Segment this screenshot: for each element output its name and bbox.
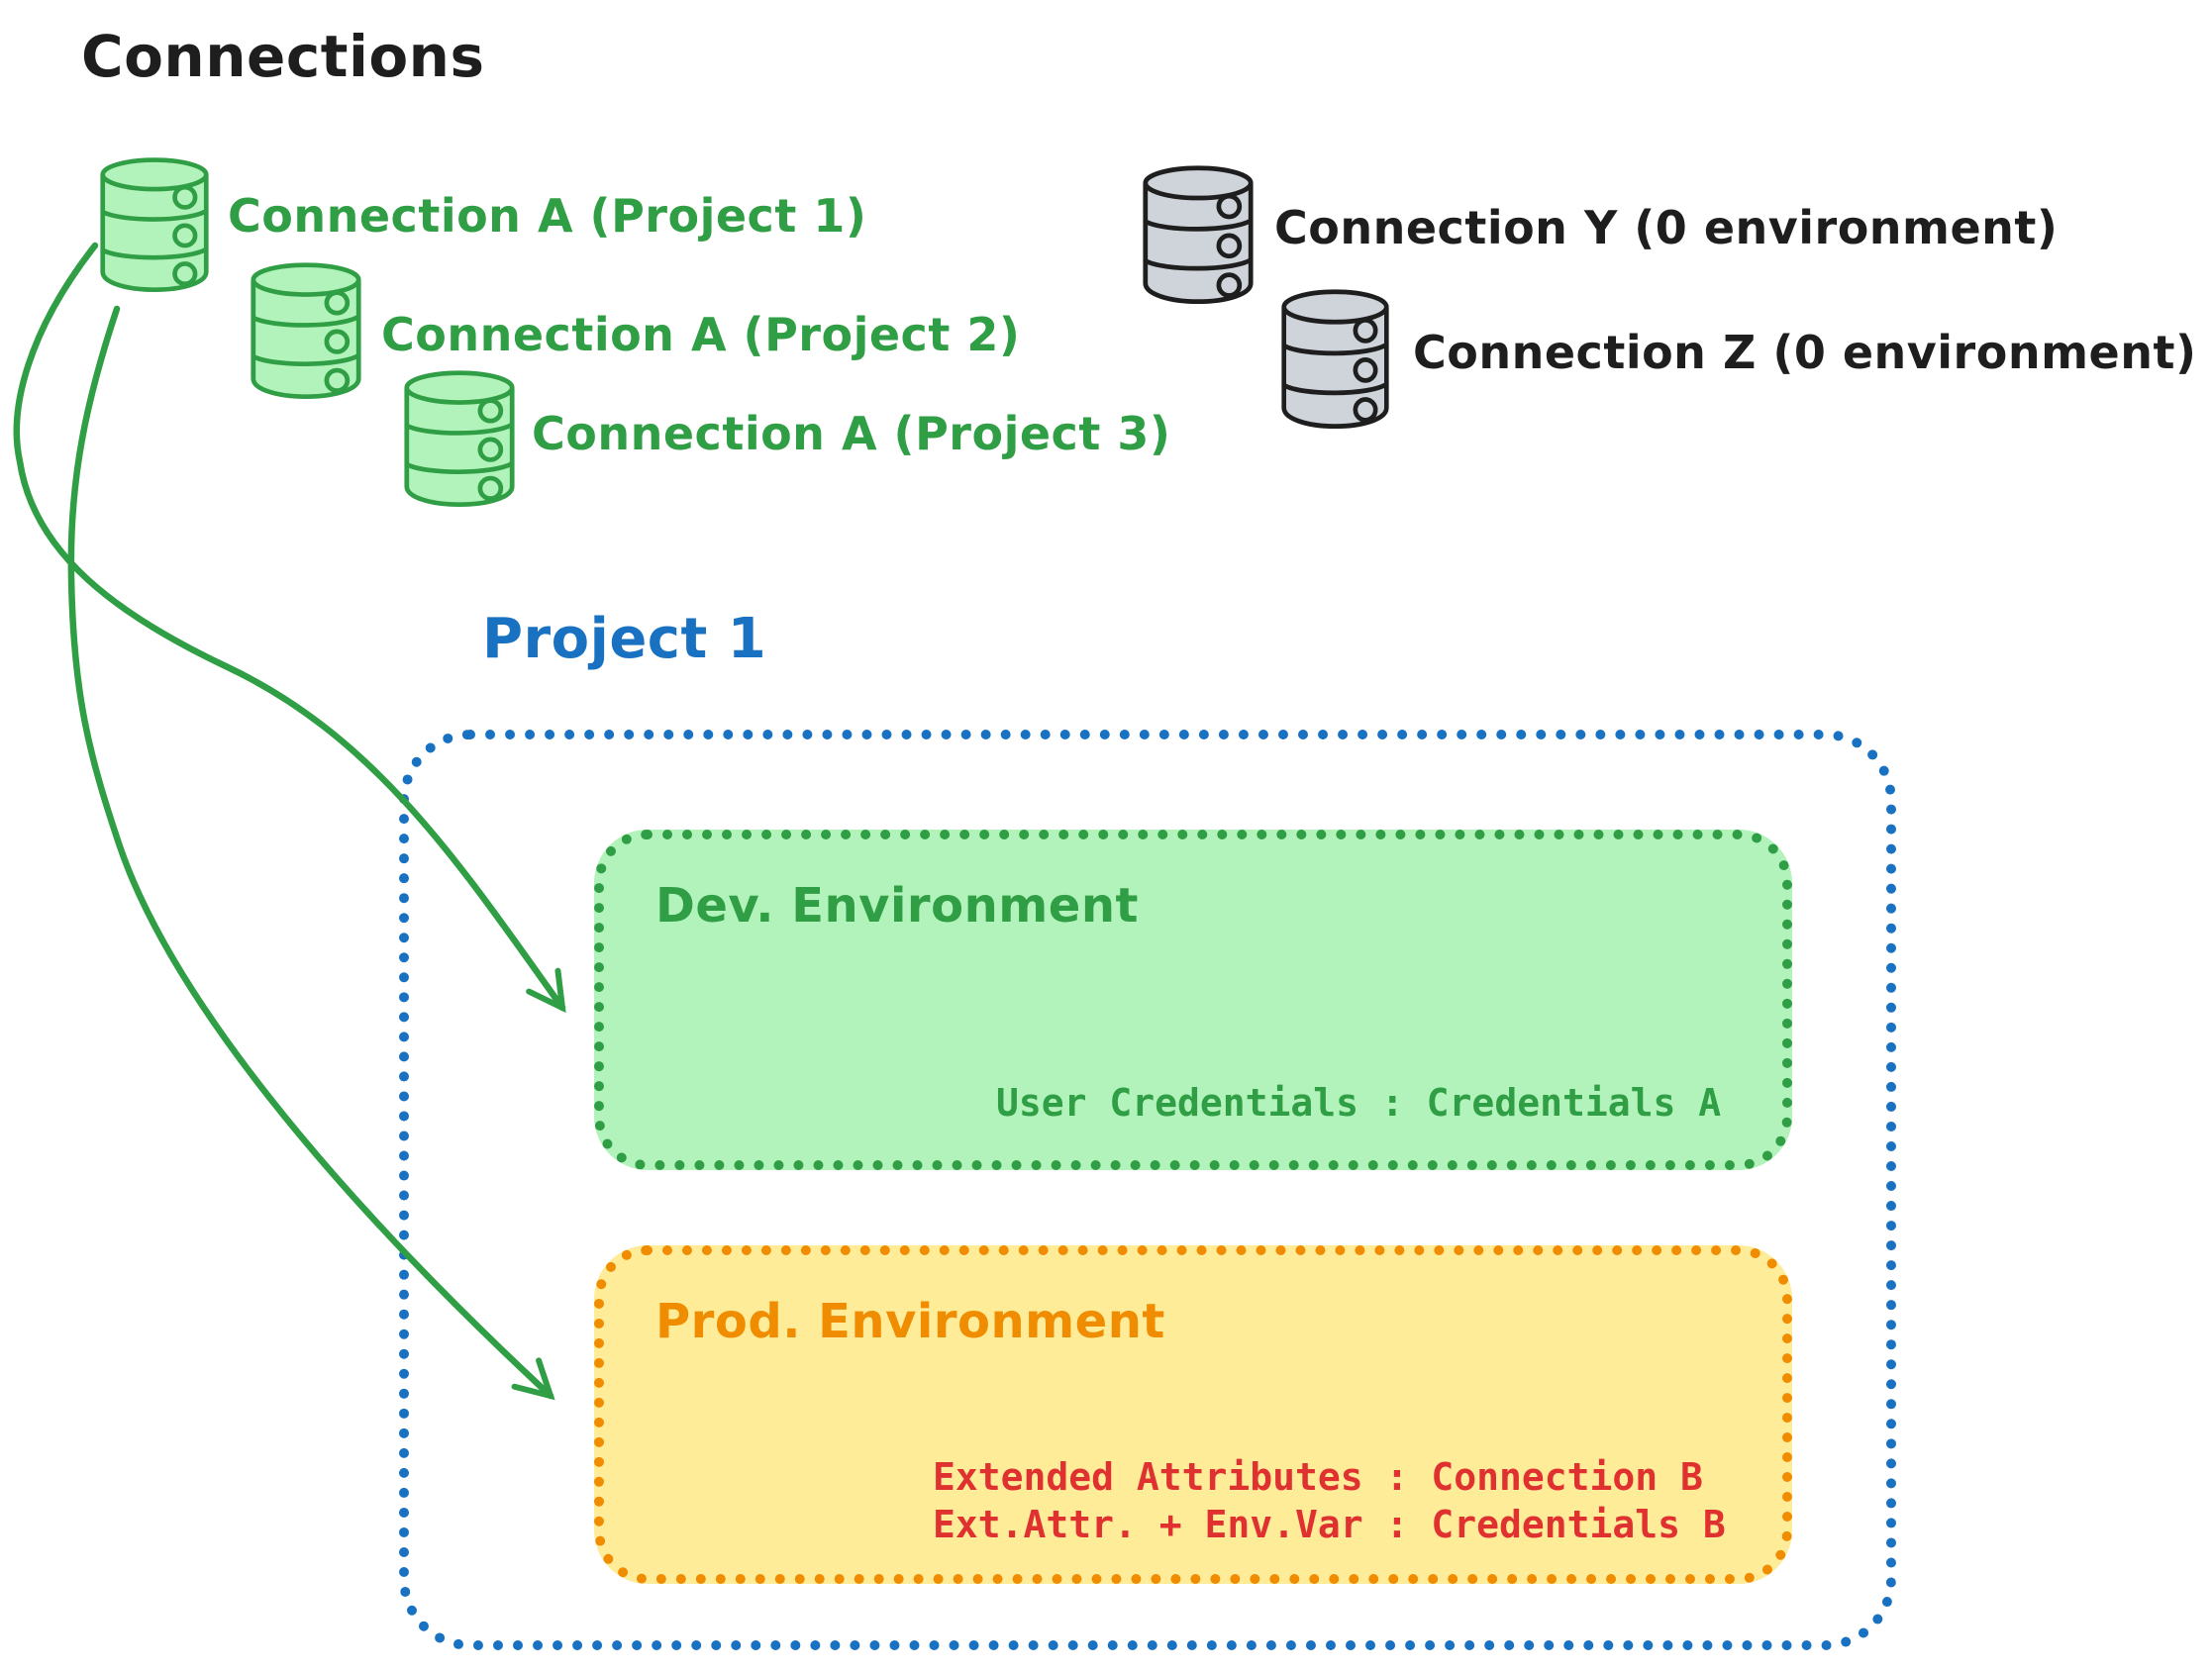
dev-environment-box: Dev. Environment User Credentials : Cred…	[594, 830, 1792, 1170]
connection-label-a-project-2: Connection A (Project 2)	[381, 308, 1021, 361]
connection-label-y: Connection Y (0 environment)	[1274, 201, 2059, 254]
prod-credentials-line-2: Ext.Attr. + Env.Var : Credentials B	[933, 1503, 1726, 1546]
database-icon	[1142, 163, 1255, 304]
connection-label-z: Connection Z (0 environment)	[1413, 326, 2197, 379]
dev-credentials-text: User Credentials : Credentials A	[996, 1081, 1722, 1125]
page-title: Connections	[81, 23, 485, 90]
connection-label-a-project-3: Connection A (Project 3)	[532, 407, 1171, 460]
prod-environment-box: Prod. Environment Extended Attributes : …	[594, 1245, 1792, 1584]
prod-credentials-line-1: Extended Attributes : Connection B	[933, 1455, 1703, 1499]
dev-environment-title: Dev. Environment	[655, 878, 1139, 934]
project-title: Project 1	[482, 607, 767, 671]
database-icon	[250, 260, 362, 399]
database-icon	[99, 155, 210, 292]
connection-label-a-project-1: Connection A (Project 1)	[228, 189, 867, 243]
prod-environment-title: Prod. Environment	[655, 1294, 1165, 1349]
database-icon	[1280, 287, 1390, 429]
database-icon	[403, 368, 516, 507]
